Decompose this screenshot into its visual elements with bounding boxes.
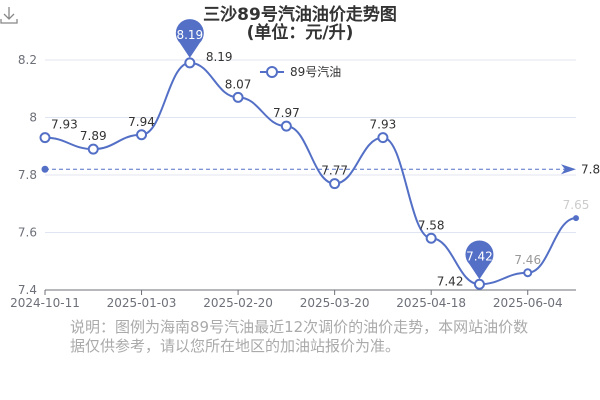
x-tick-label: 2025-04-18 [396,296,466,310]
data-label: 7.97 [273,106,300,120]
max-pin [175,19,204,58]
data-label: 7.58 [418,218,445,232]
data-point[interactable] [280,120,292,132]
chart-note: 说明：图例为海南89号汽油最近12次调价的油价走势，本网站油价数据仅供参考，请以… [70,318,529,355]
data-point[interactable] [573,215,579,222]
y-tick-label: 7.6 [18,226,37,240]
legend-label[interactable]: 89号汽油 [290,64,341,79]
max-pin-label: 8.19 [176,28,203,42]
data-point[interactable] [473,278,485,290]
data-label: 7.65 [563,198,590,212]
data-label: 7.89 [80,129,107,143]
data-label: 7.46 [514,253,541,267]
data-label: 7.77 [321,164,348,178]
x-tick-label: 2025-01-03 [107,296,177,310]
average-start-dot [41,165,49,173]
data-label: 8.07 [225,77,252,91]
data-point[interactable] [87,143,99,155]
data-point[interactable] [377,132,389,144]
data-point[interactable] [329,178,341,190]
min-pin [465,240,494,280]
chart-subtitle: (单位：元/升) [247,22,354,43]
data-point[interactable] [232,91,244,103]
data-point[interactable] [523,268,533,278]
data-point[interactable] [39,132,51,144]
data-label: 7.93 [51,118,78,132]
y-tick-label: 7.4 [18,283,37,297]
data-label: 8.19 [206,50,233,64]
data-point[interactable] [136,129,148,141]
average-arrow [561,164,576,175]
data-label: 7.42 [437,274,464,288]
y-tick-label: 8 [29,111,37,125]
x-tick-label: 2024-10-11 [10,296,80,310]
average-label: 7.8 [581,162,600,176]
data-point[interactable] [425,232,437,244]
x-tick-label: 2025-02-20 [203,296,273,310]
x-tick-label: 2025-06-04 [493,296,563,310]
series-line [44,61,577,286]
download-icon[interactable] [0,6,18,24]
min-pin-label: 7.42 [466,249,493,263]
y-tick-label: 8.2 [18,53,37,67]
chart-title: 三沙89号汽油油价走势图 [203,4,397,25]
data-label: 7.94 [128,115,155,129]
data-point[interactable] [184,57,196,69]
y-tick-label: 7.8 [18,168,37,182]
data-label: 7.93 [370,118,397,132]
x-tick-label: 2025-03-20 [300,296,370,310]
legend-marker[interactable] [266,66,278,78]
